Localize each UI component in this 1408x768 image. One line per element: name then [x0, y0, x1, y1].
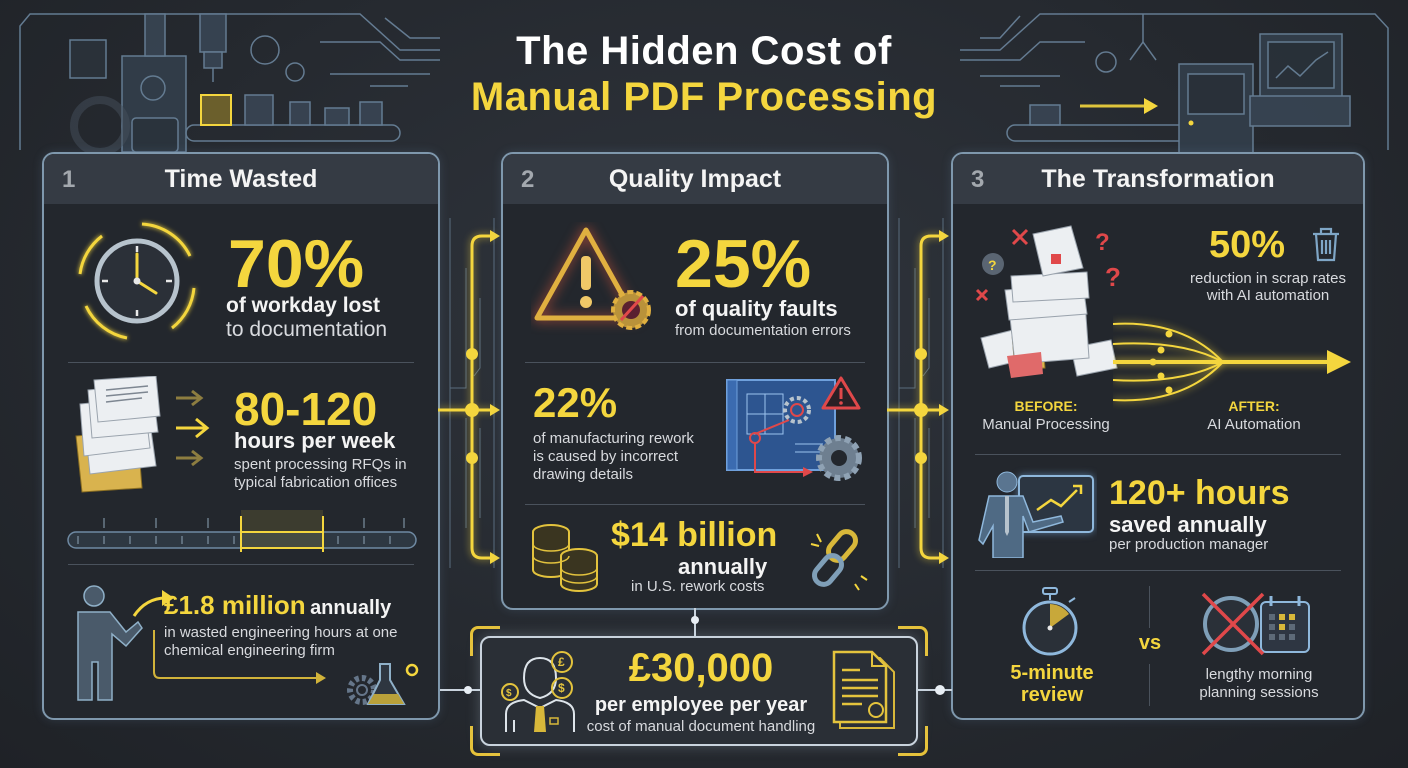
panel-title: Time Wasted [164, 164, 318, 193]
stat-value: 22% [533, 379, 618, 426]
panel-quality-impact: 2 Quality Impact 25% of quality faults f… [501, 152, 889, 610]
clock-icon [78, 222, 196, 340]
divider [525, 504, 865, 505]
stat-value: 70% [228, 226, 365, 302]
timeline-bar [67, 510, 417, 552]
stat-value: 80-120 [234, 383, 378, 435]
stat-line-1: reduction in scrap rates [1190, 270, 1346, 287]
coins-icon [532, 524, 598, 592]
stat-value-row: £1.8 million annually [164, 592, 391, 620]
left-line-2: review [1020, 684, 1084, 706]
svg-text:?: ? [1095, 229, 1110, 256]
stat-line-2: to documentation [226, 318, 388, 341]
panel-number: 2 [521, 166, 535, 193]
certificate-document-icon [832, 650, 895, 729]
stat-line-2: chemical engineering firm [164, 642, 335, 659]
before-label: BEFORE: [1014, 398, 1078, 414]
stat-line-1: hours per week [234, 428, 396, 453]
title-line-2: Manual PDF Processing [470, 75, 938, 119]
stat-line-3: typical fabrication offices [234, 474, 398, 491]
svg-text:?: ? [988, 257, 997, 273]
before-text: Manual Processing [982, 416, 1110, 433]
stat-line-2: in U.S. rework costs [631, 578, 765, 595]
stat-value: $14 billion [611, 516, 778, 554]
svg-text:?: ? [1105, 262, 1121, 292]
panel-number: 3 [971, 166, 985, 193]
stat-line-2: spent processing RFQs in [234, 456, 407, 473]
banner-bracket-tl [470, 626, 500, 656]
person-pointing-icon [77, 585, 326, 701]
panel-title: The Transformation [1041, 164, 1275, 193]
stat-line-3: drawing details [533, 466, 634, 483]
after-text: AI Automation [1207, 416, 1301, 433]
stat-line-2: from documentation errors [675, 322, 851, 339]
stat-line-2: is caused by incorrect [533, 448, 679, 465]
svg-text:$: $ [506, 688, 512, 699]
panel-number: 1 [62, 166, 76, 193]
stat-line-1: of quality faults [675, 296, 838, 321]
panel-header: 3 The Transformation [953, 154, 1363, 204]
stat-line-1: of workday lost [226, 294, 381, 317]
panel-title: Quality Impact [608, 164, 782, 193]
stat-line-1: of manufacturing rework [533, 430, 694, 447]
page-title: The Hidden Cost of Manual PDF Processing [0, 28, 1408, 120]
document-stack-icon [75, 376, 210, 493]
stopwatch-icon [1022, 587, 1078, 656]
stat-value: £1.8 million [164, 590, 306, 620]
svg-text:$: $ [558, 681, 565, 695]
left-line-1: 5-minute [1010, 662, 1094, 684]
messy-documents-icon: ? ? ? [975, 225, 1121, 378]
cost-banner: £ $ $ £30,000 per employee per year cost o… [480, 636, 918, 746]
trash-icon [1313, 227, 1339, 262]
divider [525, 362, 865, 363]
broken-chain-icon [810, 529, 868, 591]
right-line-2: planning sessions [1199, 684, 1319, 701]
panel-header: 2 Quality Impact [503, 154, 887, 204]
banner-bracket-bl [470, 726, 500, 756]
vs-divider-top [1149, 586, 1150, 628]
banner-bracket-tr [898, 626, 928, 656]
divider [975, 454, 1341, 455]
divider [975, 570, 1341, 571]
divider [68, 564, 414, 565]
stat-line-1: annually [678, 554, 768, 579]
stat-value: 50% [1209, 224, 1286, 266]
presenter-chart-icon [978, 471, 1094, 558]
factory-illustration-left [19, 13, 440, 156]
gear-flask-icon [347, 663, 419, 705]
after-label: AFTER: [1228, 398, 1280, 414]
right-line-1: lengthy morning [1205, 666, 1313, 683]
title-line-1: The Hidden Cost of [516, 29, 892, 73]
connector-2-3 [887, 218, 949, 568]
factory-illustration-right [960, 13, 1389, 155]
stat-value: 25% [675, 226, 812, 302]
divider [68, 362, 414, 363]
svg-text:£: £ [558, 655, 565, 669]
banner-connectors [440, 608, 952, 695]
connector-1-2 [438, 218, 500, 568]
stat-line-2: per production manager [1109, 536, 1269, 553]
vs-label: vs [1138, 632, 1162, 654]
vs-divider-bottom [1149, 664, 1150, 706]
stat-value-suffix: annually [310, 597, 392, 619]
banner-line-1: per employee per year [594, 694, 808, 716]
stat-line-1: in wasted engineering hours at one [164, 624, 398, 641]
banner-line-2: cost of manual document handling [586, 718, 816, 735]
banner-bracket-br [898, 726, 928, 756]
stat-value: 120+ hours [1109, 474, 1290, 512]
panel-time-wasted: 1 Time Wasted 70% of workday lost to doc… [42, 152, 440, 720]
ai-flow-arrow-icon [1113, 322, 1351, 402]
crossed-calendar-icon [1201, 592, 1310, 656]
banner-value: £30,000 [628, 646, 774, 690]
panel-transformation: 3 The Transformation ? ? ? [951, 152, 1365, 720]
stat-line-2: with AI automation [1206, 287, 1330, 304]
panel-header: 1 Time Wasted [44, 154, 438, 204]
warning-gear-icon [534, 227, 651, 330]
blueprint-error-icon [726, 376, 862, 481]
employee-currency-icon: £ $ $ [501, 651, 575, 732]
stat-line-1: saved annually [1109, 512, 1267, 537]
